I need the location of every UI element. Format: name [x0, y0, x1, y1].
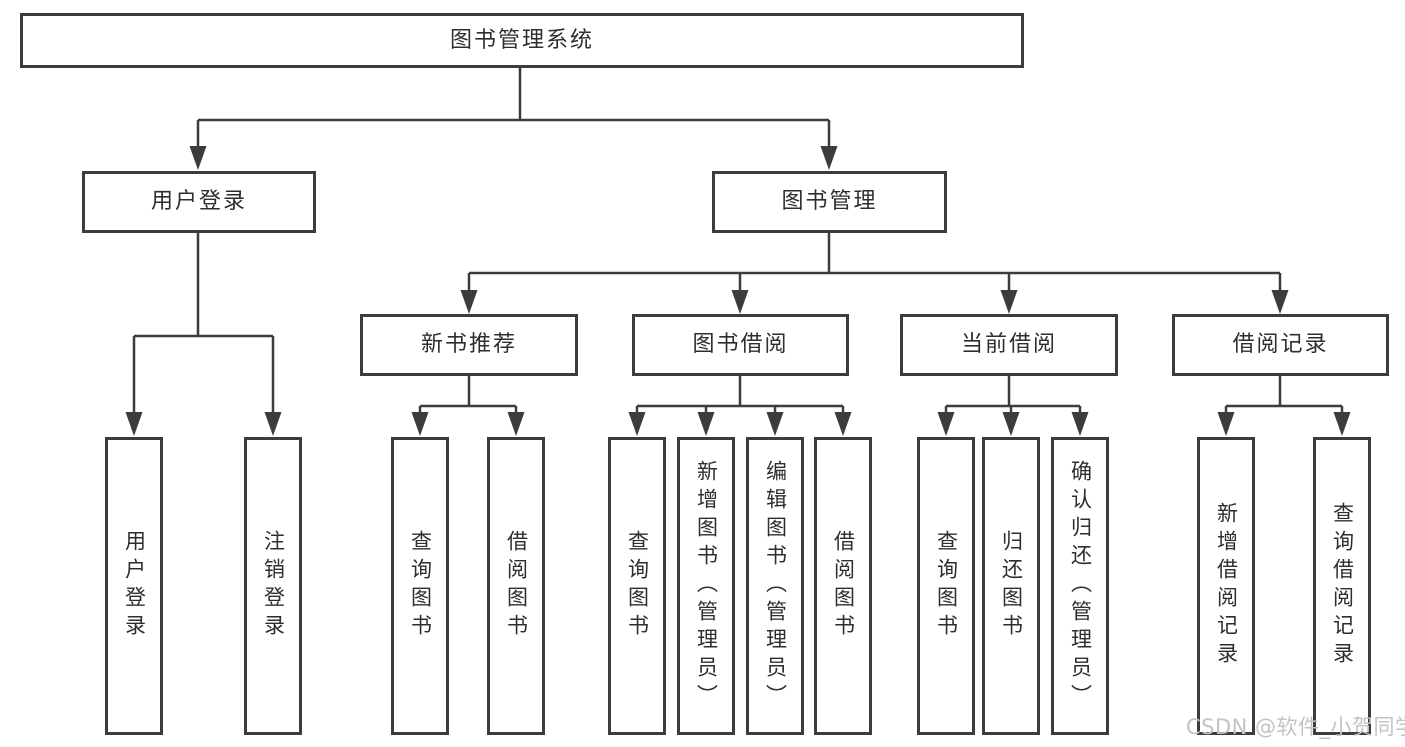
node-leaf-user-login: 用户登录 — [105, 437, 163, 735]
node-leaf-br-query-record: 查询借阅记录 — [1313, 437, 1371, 735]
node-book-borrow: 图书借阅 — [632, 314, 849, 376]
arrowhead-down-icon — [1271, 290, 1289, 314]
arrowhead-down-icon — [766, 412, 784, 436]
arrowhead-down-icon — [507, 412, 525, 436]
arrowhead-down-icon — [1000, 290, 1018, 314]
arrowhead-down-icon — [189, 146, 207, 170]
node-leaf-bb-edit-books: 编辑图书（管理员） — [746, 437, 804, 735]
node-root: 图书管理系统 — [20, 13, 1024, 68]
node-leaf-cb-return-books: 归还图书 — [982, 437, 1040, 735]
node-leaf-logout: 注销登录 — [244, 437, 302, 735]
arrowhead-down-icon — [1333, 412, 1351, 436]
node-leaf-cb-confirm-return: 确认归还（管理员） — [1051, 437, 1109, 735]
arrowhead-down-icon — [1217, 412, 1235, 436]
watermark: CSDN @软件_小贺同学 — [1186, 715, 1405, 739]
node-borrow-records: 借阅记录 — [1172, 314, 1389, 376]
arrowhead-down-icon — [937, 412, 955, 436]
arrowhead-down-icon — [834, 412, 852, 436]
node-current-borrow: 当前借阅 — [900, 314, 1118, 376]
node-user-login: 用户登录 — [82, 171, 316, 233]
node-leaf-bb-query-books: 查询图书 — [608, 437, 666, 735]
arrowhead-down-icon — [460, 290, 478, 314]
node-leaf-bb-add-books: 新增图书（管理员） — [677, 437, 735, 735]
arrowhead-down-icon — [731, 290, 749, 314]
node-book-management: 图书管理 — [712, 171, 947, 233]
node-leaf-bb-borrow-books: 借阅图书 — [814, 437, 872, 735]
arrowhead-down-icon — [1002, 412, 1020, 436]
node-new-book-recommend: 新书推荐 — [360, 314, 578, 376]
node-leaf-br-add-record: 新增借阅记录 — [1197, 437, 1255, 735]
arrowhead-down-icon — [820, 146, 838, 170]
arrowhead-down-icon — [264, 412, 282, 436]
arrowhead-down-icon — [628, 412, 646, 436]
node-leaf-nb-query-books: 查询图书 — [391, 437, 449, 735]
node-leaf-cb-query-books: 查询图书 — [917, 437, 975, 735]
arrowhead-down-icon — [411, 412, 429, 436]
arrowhead-down-icon — [125, 412, 143, 436]
node-leaf-nb-borrow-books: 借阅图书 — [487, 437, 545, 735]
arrowhead-down-icon — [1071, 412, 1089, 436]
arrowhead-down-icon — [697, 412, 715, 436]
